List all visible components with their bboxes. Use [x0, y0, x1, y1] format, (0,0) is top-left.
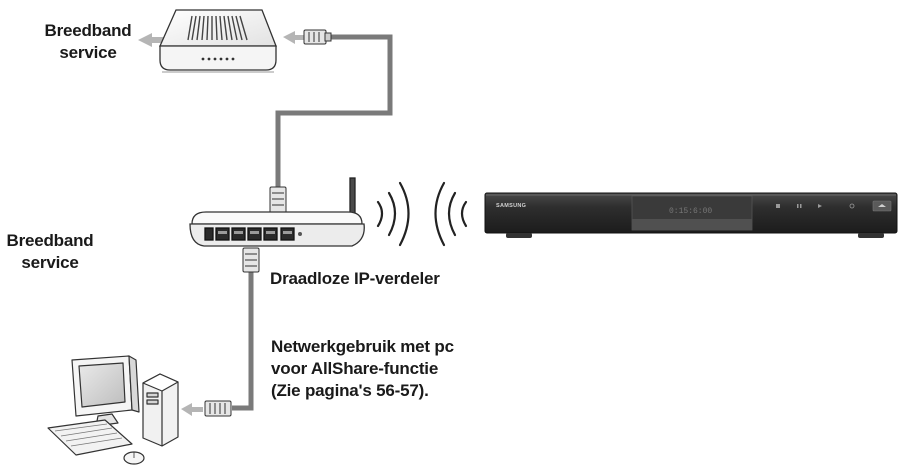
label-line: Netwerkgebruik met pc — [271, 337, 454, 356]
broadband-modem — [158, 9, 277, 73]
player-brand: SAMSUNG — [496, 203, 526, 209]
broadband-service-label-left: Breedband service — [0, 230, 100, 274]
arrow-left-icon — [283, 31, 305, 44]
label-line: Breedband — [6, 231, 94, 250]
ethernet-plug-icon — [242, 247, 260, 273]
stop-icon — [776, 204, 780, 208]
broadband-service-label-top: Breedband service — [30, 20, 146, 64]
ethernet-plug-icon — [303, 29, 332, 45]
eject-icon — [878, 204, 886, 207]
label-line: voor AllShare-functie — [271, 359, 439, 378]
label-line: Breedband — [44, 21, 132, 40]
label-line: service — [59, 43, 117, 62]
wifi-signal-icon — [376, 181, 410, 247]
pc-network-label: Netwerkgebruik met pc voor AllShare-func… — [271, 336, 454, 402]
ethernet-cable-router-pc — [232, 268, 254, 411]
play-icon — [818, 204, 822, 208]
wireless-router — [189, 177, 365, 247]
ethernet-cable-modem-router — [275, 34, 393, 190]
samsung-player: SAMSUNG 0:15:6:00 — [484, 192, 898, 238]
label-line: (Zie pagina's 56-57). — [271, 381, 429, 400]
power-icon — [849, 203, 855, 209]
ethernet-plug-icon — [204, 400, 232, 417]
arrow-left-icon — [181, 403, 203, 416]
player-display: 0:15:6:00 — [669, 207, 712, 216]
desktop-pc — [47, 355, 179, 465]
ethernet-plug-icon — [269, 186, 287, 214]
pause-icon — [797, 204, 799, 208]
arrow-left-icon — [138, 33, 170, 47]
wifi-signal-icon — [434, 181, 468, 247]
wireless-router-label: Draadloze IP-verdeler — [270, 269, 440, 288]
label-line: service — [21, 253, 79, 272]
